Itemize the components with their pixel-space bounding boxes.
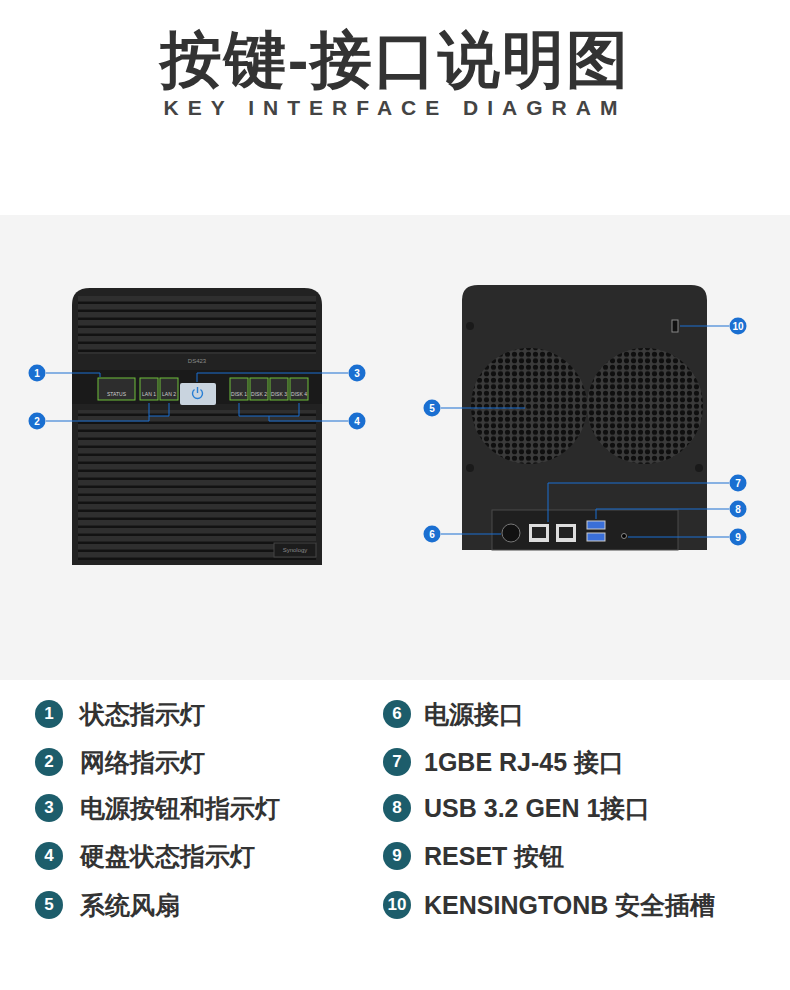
callout-number: 6 bbox=[424, 526, 441, 543]
page-title: 按键-接口说明图 bbox=[160, 18, 631, 102]
front-slats bbox=[78, 410, 316, 560]
callout-number: 10 bbox=[730, 318, 747, 335]
lan-led bbox=[160, 378, 178, 400]
screw bbox=[695, 464, 703, 472]
callout-number: 5 bbox=[424, 400, 441, 417]
panel-label: STATUS bbox=[107, 391, 126, 397]
screw bbox=[466, 322, 474, 330]
bracket bbox=[239, 403, 299, 416]
leader-line bbox=[197, 373, 348, 382]
power-port bbox=[502, 524, 520, 542]
rear-housing bbox=[462, 285, 707, 550]
disk-led bbox=[230, 378, 248, 400]
rj45-port bbox=[532, 527, 546, 538]
disk-led bbox=[270, 378, 288, 400]
power-button bbox=[180, 383, 216, 405]
part-name: 状态指示灯 bbox=[80, 698, 205, 731]
disk-led bbox=[290, 378, 308, 400]
rj45-port bbox=[529, 524, 549, 542]
part-name: 系统风扇 bbox=[80, 889, 180, 922]
panel-label: DISK 4 bbox=[291, 391, 307, 397]
callout-number: 8 bbox=[730, 501, 747, 518]
list-number: 3 bbox=[35, 794, 63, 822]
leader-line bbox=[149, 416, 150, 421]
status-led bbox=[98, 378, 135, 400]
fan-grille bbox=[471, 348, 587, 464]
screw bbox=[466, 464, 474, 472]
list-number: 6 bbox=[383, 700, 411, 728]
part-name: KENSINGTONB 安全插槽 bbox=[424, 889, 715, 922]
disk-led bbox=[250, 378, 268, 400]
leader-line bbox=[680, 326, 729, 327]
part-name: RESET 按钮 bbox=[424, 840, 564, 873]
subtitle: KEY INTERFACE DIAGRAM bbox=[164, 96, 627, 120]
callout-number: 1 bbox=[29, 365, 46, 382]
kensington-slot bbox=[672, 320, 678, 332]
front-view bbox=[72, 288, 322, 565]
leader-line bbox=[441, 408, 525, 409]
bracket bbox=[149, 403, 169, 416]
list-number: 1 bbox=[35, 700, 63, 728]
list-number: 2 bbox=[35, 748, 63, 776]
leader-line bbox=[46, 373, 100, 377]
logo-plate bbox=[274, 543, 316, 557]
callout-number: 2 bbox=[29, 413, 46, 430]
panel-label: DISK 3 bbox=[271, 391, 287, 397]
reset-hole bbox=[622, 534, 627, 539]
callout-number: 3 bbox=[349, 365, 366, 382]
leader-lines bbox=[46, 326, 729, 537]
callout-number: 4 bbox=[349, 413, 366, 430]
front-housing bbox=[72, 288, 322, 565]
list-number: 8 bbox=[383, 794, 411, 822]
panel-label: DISK 2 bbox=[251, 391, 267, 397]
model-name: DS423 bbox=[188, 358, 206, 364]
callout-number: 7 bbox=[730, 475, 747, 492]
list-number: 7 bbox=[383, 748, 411, 776]
leader-line bbox=[628, 537, 729, 538]
panel-label: DISK 1 bbox=[231, 391, 247, 397]
lan-led bbox=[140, 378, 158, 400]
part-name: 网络指示灯 bbox=[80, 746, 205, 779]
list-number: 9 bbox=[383, 842, 411, 870]
part-name: 1GBE RJ-45 接口 bbox=[424, 746, 624, 779]
leader-line bbox=[46, 421, 149, 422]
part-name: 硬盘状态指示灯 bbox=[80, 840, 255, 873]
power-icon bbox=[197, 387, 198, 393]
rear-view bbox=[462, 285, 707, 550]
leader-line bbox=[441, 534, 501, 535]
part-name: USB 3.2 GEN 1接口 bbox=[424, 792, 650, 825]
brand-logo: Synology bbox=[283, 547, 308, 553]
leader-line bbox=[269, 421, 348, 422]
list-number: 10 bbox=[383, 891, 411, 919]
rj45-port bbox=[556, 524, 576, 542]
front-slats bbox=[78, 296, 316, 354]
leader-line bbox=[548, 483, 729, 522]
leader-line bbox=[596, 509, 729, 519]
part-name: 电源接口 bbox=[424, 698, 524, 731]
fan-grille bbox=[587, 348, 703, 464]
rj45-port bbox=[559, 527, 573, 538]
io-panel bbox=[492, 510, 678, 550]
callout-number: 9 bbox=[730, 529, 747, 546]
panel-label: LAN 2 bbox=[162, 391, 176, 397]
leader-line bbox=[269, 416, 270, 421]
part-name: 电源按钮和指示灯 bbox=[80, 792, 280, 825]
usb-port bbox=[587, 533, 605, 541]
list-number: 4 bbox=[35, 842, 63, 870]
panel-label: LAN 1 bbox=[142, 391, 156, 397]
background-panel bbox=[0, 215, 790, 680]
usb-port bbox=[587, 521, 605, 529]
list-number: 5 bbox=[35, 891, 63, 919]
